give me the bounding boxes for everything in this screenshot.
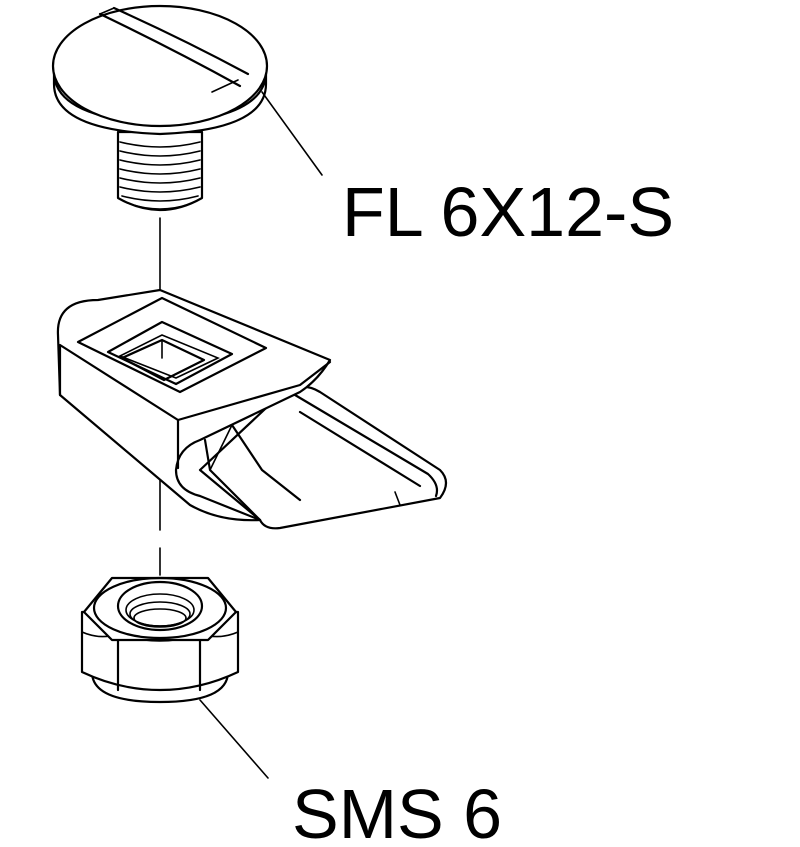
- screw-part: [51, 4, 269, 212]
- clamp-recess-outer: [76, 296, 268, 394]
- screw-thread: [116, 130, 204, 212]
- screw-label: FL 6X12-S: [342, 173, 674, 251]
- nut-leader-line: [199, 699, 269, 779]
- nut-part: [80, 576, 240, 704]
- screw-leader-line: [261, 91, 323, 176]
- screw-slot: [98, 6, 250, 93]
- nut-thread-hole: [116, 580, 204, 632]
- clamp-plate: [56, 288, 332, 522]
- nut-label: SMS 6: [292, 775, 502, 847]
- clamp-part: [56, 288, 448, 530]
- clamp-square-hole: [120, 338, 206, 382]
- screw-head: [51, 4, 269, 128]
